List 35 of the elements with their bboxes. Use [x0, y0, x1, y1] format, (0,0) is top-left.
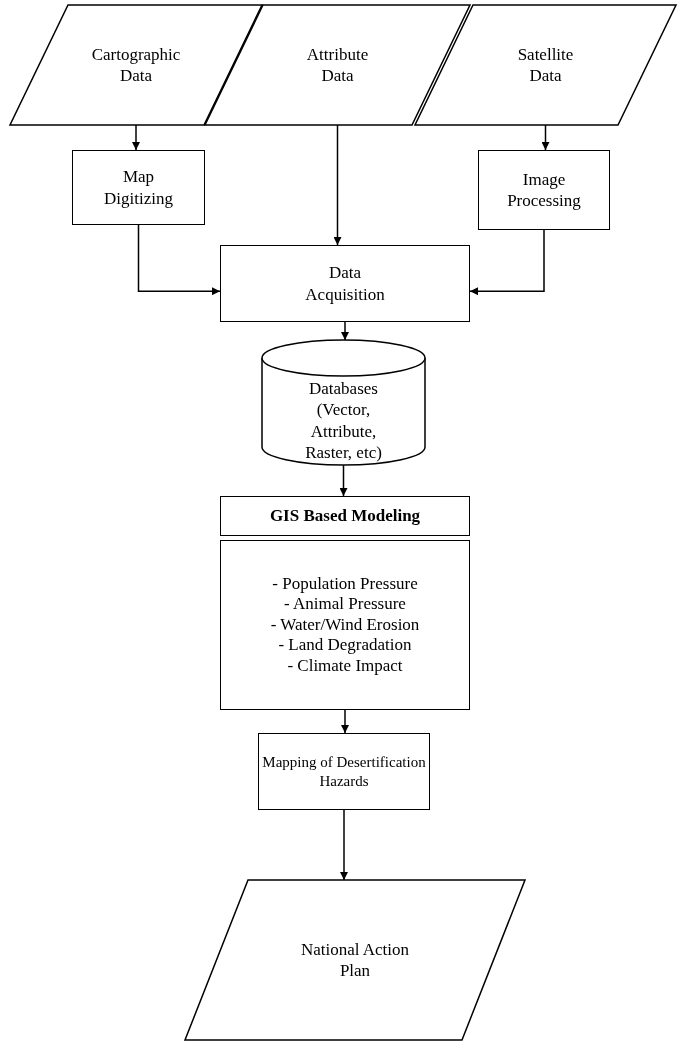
node-label: Mapping of Desertification Hazards	[261, 752, 427, 791]
node-label: - Water/Wind Erosion	[270, 614, 420, 636]
data-parallelogram	[205, 5, 470, 125]
process-box	[220, 245, 470, 322]
arrow	[333, 124, 342, 246]
node-label: - Land Degradation	[278, 635, 412, 656]
data-parallelogram	[185, 880, 525, 1040]
node-label: Data Acquisition	[304, 262, 386, 305]
arrow	[341, 709, 349, 734]
process-box	[220, 540, 470, 710]
process-box	[220, 496, 470, 536]
node-label: Databases (Vector, Attribute, Raster, etc)	[304, 378, 383, 463]
node-label: GIS Based Modeling	[269, 505, 421, 527]
process-box	[258, 733, 430, 810]
process-box	[72, 150, 205, 225]
arrow	[341, 321, 349, 341]
database-cylinder	[262, 340, 425, 465]
arrow	[132, 124, 140, 151]
node-label: - Population Pressure	[272, 574, 418, 595]
node-label: Image Processing	[506, 168, 582, 212]
arrow	[469, 229, 545, 296]
arrow	[541, 124, 550, 151]
node-label: - Animal Pressure	[284, 594, 406, 615]
arrow	[339, 464, 348, 497]
arrow	[137, 224, 221, 296]
node-label: Attribute Data	[305, 43, 370, 87]
node-label: - Climate Impact	[287, 655, 403, 676]
node-label: Satellite Data	[516, 43, 575, 87]
node-label: Cartographic Data	[90, 43, 182, 87]
node-label: Map Digitizing	[103, 166, 174, 209]
arrow	[340, 809, 348, 881]
process-box	[478, 150, 610, 230]
node-label: National Action Plan	[300, 938, 410, 982]
data-parallelogram	[10, 5, 262, 125]
data-parallelogram	[415, 5, 676, 125]
